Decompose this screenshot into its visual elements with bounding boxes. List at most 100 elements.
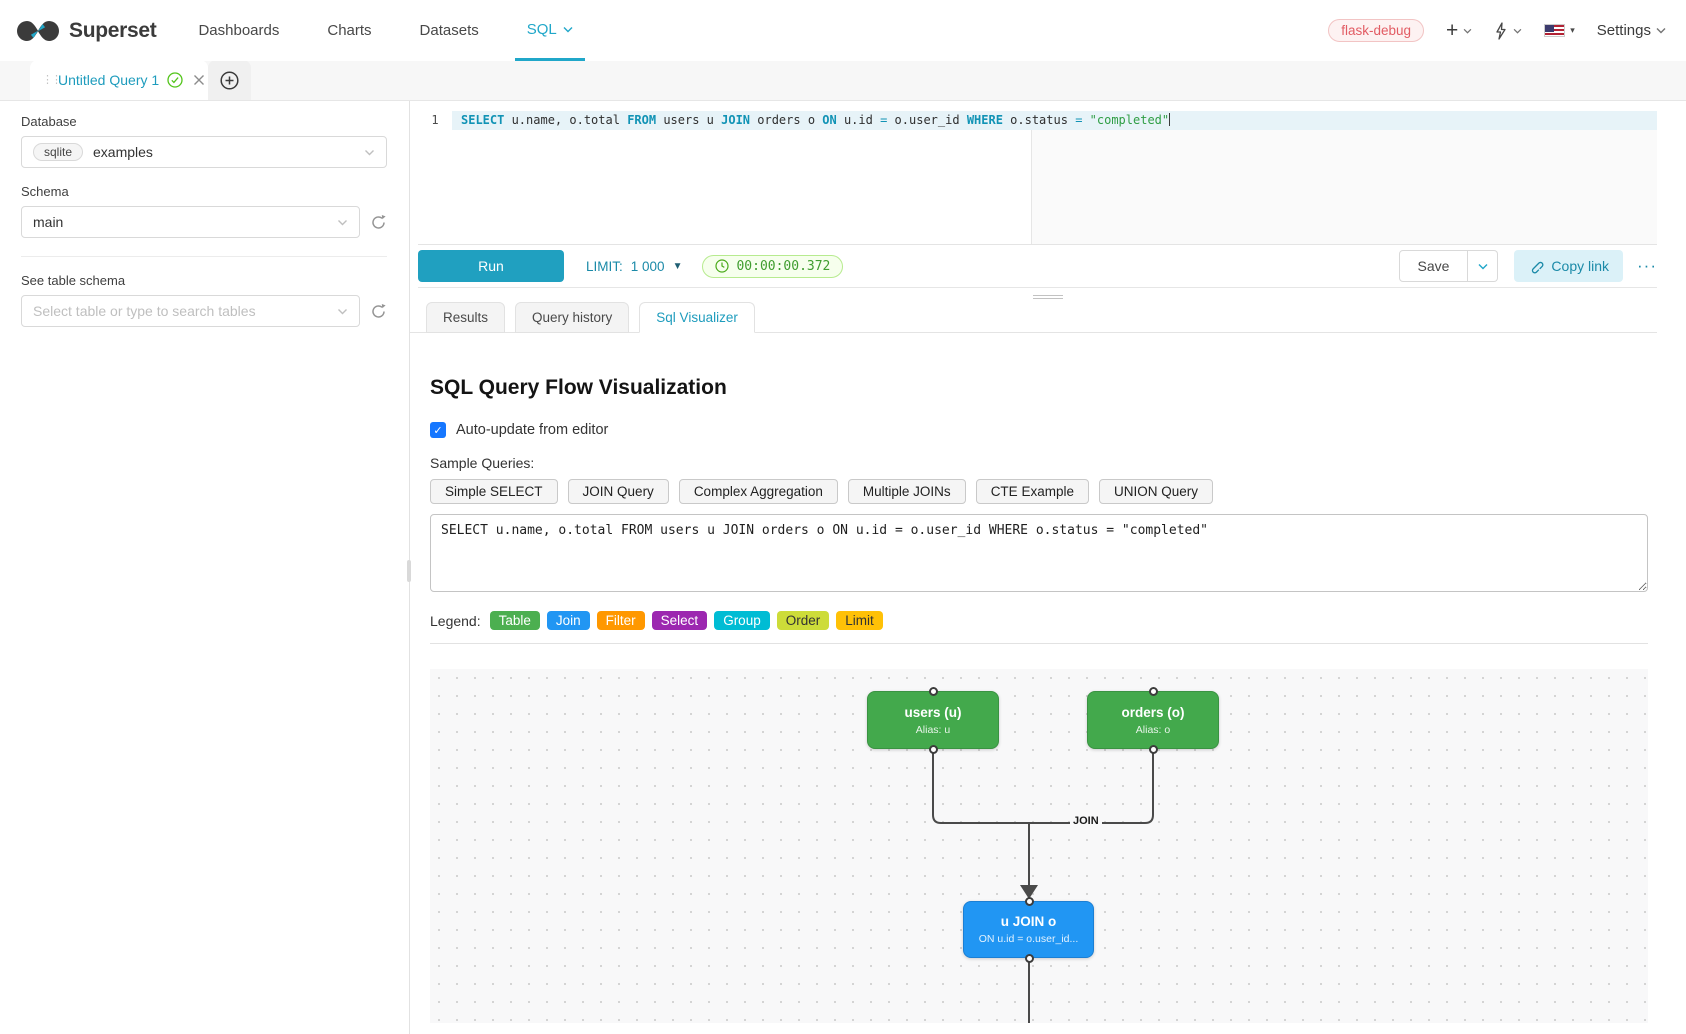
database-select[interactable]: sqlite examples — [21, 136, 387, 168]
copy-link-button[interactable]: Copy link — [1514, 250, 1624, 282]
nav-sql[interactable]: SQL — [514, 0, 585, 61]
language-menu[interactable]: ▾ — [1544, 24, 1575, 37]
limit-value: 1 000 — [630, 258, 665, 274]
settings-menu[interactable]: Settings — [1597, 22, 1666, 39]
sql-token: = — [1075, 113, 1083, 127]
node-handle[interactable] — [929, 687, 938, 696]
sample-cte-example-button[interactable]: CTE Example — [975, 479, 1089, 504]
table-select-placeholder: Select table or type to search tables — [33, 303, 256, 319]
auto-update-label: Auto-update from editor — [456, 422, 609, 438]
table-schema-label: See table schema — [21, 273, 126, 288]
nav-charts[interactable]: Charts — [327, 22, 372, 39]
superset-logo[interactable]: Superset — [16, 18, 157, 44]
legend: Legend: Table Join Filter Select Group O… — [430, 611, 1648, 630]
nav-sql-label: SQL — [526, 20, 557, 38]
node-handle[interactable] — [1149, 687, 1158, 696]
superset-infinity-icon — [16, 18, 60, 44]
legend-label: Legend: — [430, 612, 481, 629]
sql-token: ON — [822, 113, 837, 127]
new-query-tab-button[interactable] — [208, 60, 251, 100]
table-select[interactable]: Select table or type to search tables — [21, 295, 360, 327]
database-value: examples — [93, 144, 153, 160]
flow-node-orders[interactable]: orders (o) Alias: o — [1087, 691, 1219, 749]
sql-token: users u — [656, 113, 722, 127]
text-cursor — [1169, 113, 1171, 126]
elapsed-time: 00:00:00.372 — [736, 258, 831, 274]
settings-label: Settings — [1596, 22, 1651, 39]
query-timer: 00:00:00.372 — [702, 254, 844, 278]
tab-sql-visualizer[interactable]: Sql Visualizer — [639, 302, 755, 333]
editor-toolbar: Run LIMIT: 1 000 ▼ 00:00:00.372 Save — [418, 245, 1657, 288]
caret-down-icon: ▾ — [1570, 25, 1575, 35]
legend-join-badge: Join — [546, 611, 590, 630]
tab-results[interactable]: Results — [426, 302, 506, 333]
sqllab-content: Database sqlite examples Schema main — [0, 101, 1686, 1034]
sample-join-query-button[interactable]: JOIN Query — [567, 479, 669, 504]
sql-token: "completed" — [1089, 113, 1170, 127]
node-subtitle: Alias: o — [1135, 723, 1171, 736]
plus-circle-icon — [220, 70, 239, 90]
node-handle[interactable] — [1025, 897, 1034, 906]
sample-query-buttons: Simple SELECT JOIN Query Complex Aggrega… — [430, 479, 1648, 504]
sql-editor[interactable]: 1 SELECT u.name, o.total FROM users u JO… — [418, 111, 1657, 245]
refresh-icon[interactable] — [370, 303, 387, 320]
close-tab-icon[interactable] — [193, 74, 205, 86]
alerts-menu[interactable] — [1494, 21, 1522, 40]
line-number: 1 — [431, 113, 439, 127]
schema-value: main — [33, 214, 64, 230]
section-divider — [430, 643, 1648, 644]
legend-table-badge: Table — [489, 611, 540, 630]
tab-drag-handle-icon[interactable]: ⋮⋮ — [42, 73, 62, 86]
sample-union-query-button[interactable]: UNION Query — [1098, 479, 1213, 504]
link-icon — [1528, 258, 1544, 274]
sql-token: FROM — [627, 113, 657, 127]
sql-token: o.user_id — [887, 113, 967, 127]
pane-resize-handle[interactable] — [1033, 295, 1063, 299]
query-tab[interactable]: ⋮⋮ Untitled Query 1 — [30, 60, 208, 100]
node-title: orders (o) — [1121, 704, 1185, 720]
database-engine-badge: sqlite — [33, 143, 84, 161]
tab-query-history[interactable]: Query history — [515, 302, 630, 333]
chevron-down-icon — [1656, 27, 1666, 34]
check-circle-icon — [167, 72, 183, 88]
sidebar-resize-handle[interactable] — [407, 560, 411, 582]
node-handle[interactable] — [929, 745, 938, 754]
save-dropdown-button[interactable] — [1468, 250, 1499, 282]
chevron-down-icon — [563, 26, 573, 33]
node-handle[interactable] — [1025, 954, 1034, 963]
sql-token: SELECT — [461, 113, 505, 127]
active-line-highlight — [452, 111, 1657, 130]
print-margin-ruler — [1031, 111, 1657, 244]
nav-datasets[interactable]: Datasets — [419, 22, 479, 39]
new-item-menu[interactable]: + — [1446, 20, 1472, 41]
query-flow-canvas[interactable]: JOIN users (u) Alias: u orders (o) Alias… — [430, 669, 1648, 1023]
chevron-down-icon — [1513, 28, 1522, 34]
flag-us-icon — [1544, 24, 1566, 37]
nav-dashboards[interactable]: Dashboards — [198, 22, 280, 39]
clock-icon — [715, 259, 730, 273]
flow-edges — [932, 749, 1154, 1023]
schema-select[interactable]: main — [21, 206, 360, 238]
auto-update-checkbox[interactable]: ✓ — [430, 422, 446, 438]
sidebar-divider — [21, 256, 387, 257]
sample-multiple-joins-button[interactable]: Multiple JOINs — [847, 479, 966, 504]
page-title: SQL Query Flow Visualization — [430, 376, 727, 399]
auto-update-row[interactable]: ✓ Auto-update from editor — [430, 422, 1648, 438]
flow-node-join[interactable]: u JOIN o ON u.id = o.user_id... — [963, 901, 1094, 958]
limit-dropdown[interactable]: LIMIT: 1 000 ▼ — [586, 259, 682, 274]
save-button[interactable]: Save — [1398, 250, 1469, 282]
sample-complex-aggregation-button[interactable]: Complex Aggregation — [678, 479, 838, 504]
sample-simple-select-button[interactable]: Simple SELECT — [430, 479, 558, 504]
more-actions-button[interactable]: ··· — [1637, 256, 1657, 275]
node-handle[interactable] — [1149, 745, 1158, 754]
run-button[interactable]: Run — [418, 250, 564, 282]
refresh-icon[interactable] — [370, 214, 387, 231]
sql-token: WHERE — [966, 113, 1003, 127]
flow-node-users[interactable]: users (u) Alias: u — [867, 691, 999, 749]
brand-name: Superset — [69, 18, 157, 42]
chevron-down-icon — [364, 149, 375, 156]
visualizer-query-input[interactable]: SELECT u.name, o.total FROM users u JOIN… — [430, 514, 1648, 592]
chevron-down-icon — [337, 308, 348, 315]
plus-icon: + — [1446, 19, 1459, 42]
node-title: users (u) — [904, 704, 962, 720]
